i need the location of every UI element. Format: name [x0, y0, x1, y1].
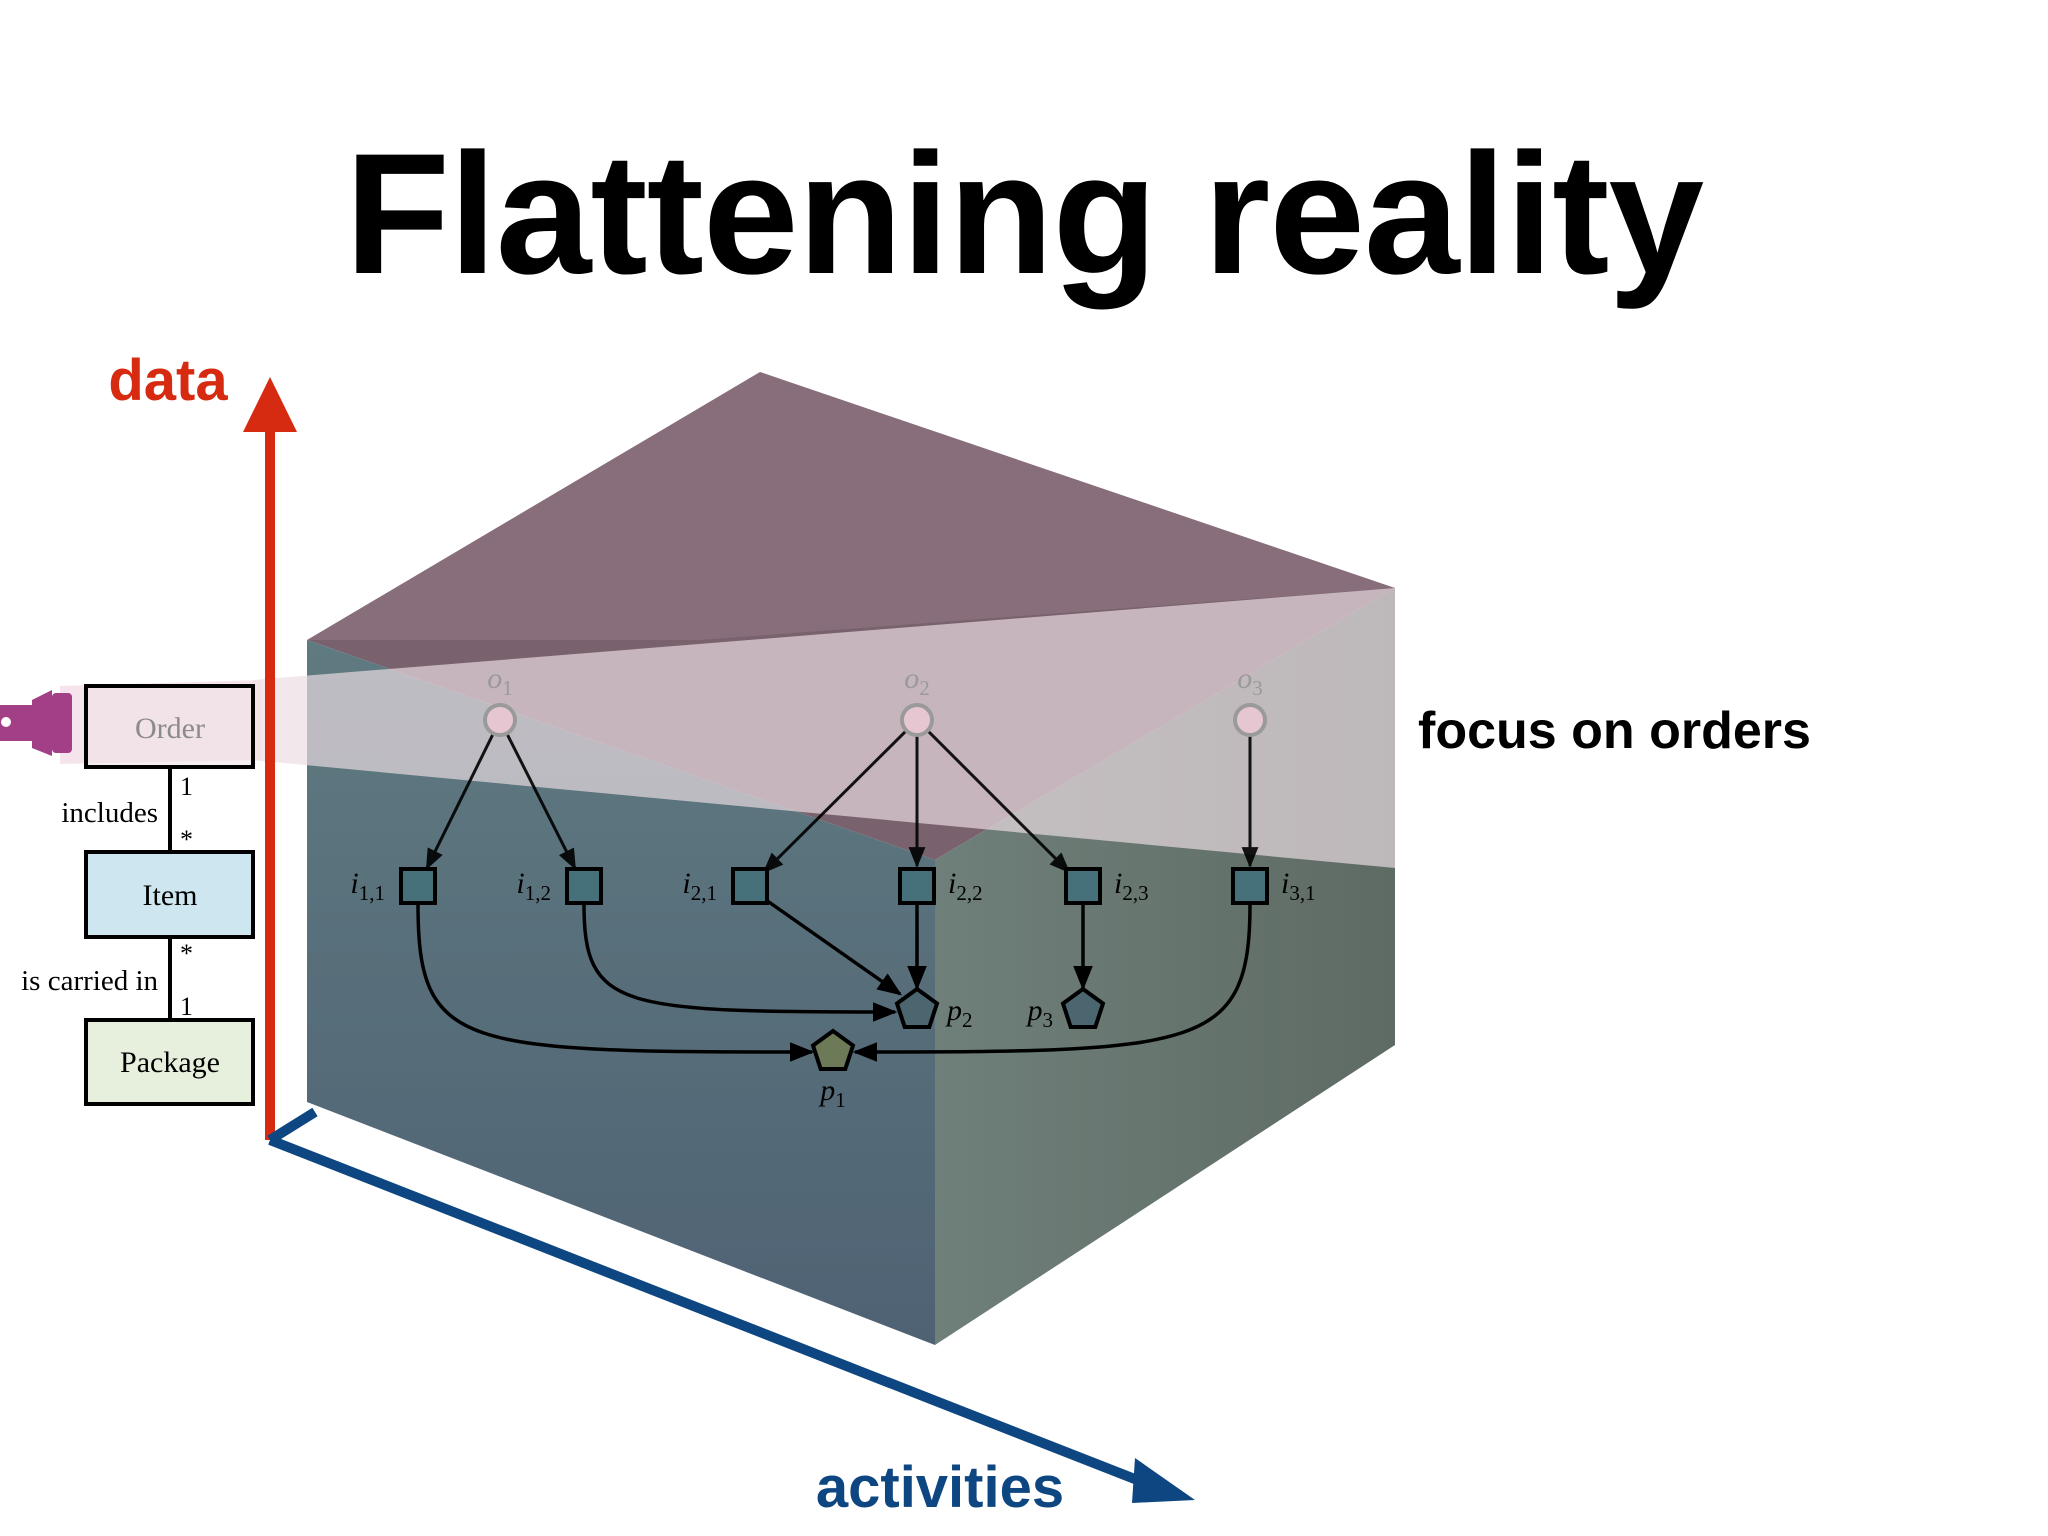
includes-label: includes — [61, 797, 158, 829]
flashlight-icon — [0, 690, 72, 756]
edge-o1-i12 — [505, 733, 577, 871]
data-axis-label: data — [108, 348, 228, 413]
carried-in-mult-bottom: 1 — [180, 992, 193, 1021]
order-label-o3: o3 — [1237, 662, 1263, 700]
focus-label: focus on orders — [1418, 702, 1811, 760]
order-class-box — [84, 684, 255, 769]
order-node-o1 — [483, 703, 517, 737]
item-class-box — [84, 850, 255, 939]
item-class-label: Item — [143, 879, 198, 912]
data-axis — [243, 377, 297, 1140]
package-class-label: Package — [120, 1046, 220, 1079]
uml-class-diagram: Order Item Package includes 1 * is carri… — [0, 684, 255, 1106]
item-node-i12 — [565, 867, 603, 905]
edge-o2-i21 — [762, 730, 907, 874]
package-label-p3: p3 — [1026, 994, 1054, 1032]
order-label-o1: o1 — [487, 662, 513, 700]
carried-in-mult-top: * — [180, 939, 193, 968]
item-label-i11: i1,1 — [350, 867, 385, 905]
includes-mult-bottom: * — [180, 825, 193, 854]
activities-axis — [267, 1107, 1195, 1503]
order-node-o3 — [1233, 703, 1267, 737]
package-label-p2: p2 — [945, 994, 973, 1032]
focus-plane — [252, 588, 1395, 868]
package-class-box — [84, 1018, 255, 1106]
package-node-p1 — [810, 1028, 856, 1071]
item-label-i12: i1,2 — [516, 867, 551, 905]
item-label-i21: i2,1 — [682, 867, 717, 905]
order-class-label: Order — [135, 712, 205, 745]
package-label-p1: p1 — [818, 1074, 846, 1112]
edge-i21-p2 — [764, 898, 903, 996]
package-node-p3 — [1060, 986, 1106, 1029]
item-label-i22: i2,2 — [948, 867, 983, 905]
carried-in-label: is carried in — [21, 965, 158, 997]
item-node-i23 — [1064, 867, 1102, 905]
includes-mult-top: 1 — [180, 772, 193, 801]
focus-plane-top-sheen — [307, 372, 1395, 640]
slide-title: Flattening reality — [344, 118, 1704, 310]
item-node-i21 — [731, 867, 769, 905]
activities-axis-label: activities — [816, 1455, 1064, 1520]
item-label-i31: i3,1 — [1281, 867, 1316, 905]
package-node-p2 — [894, 986, 940, 1029]
item-label-i23: i2,3 — [1114, 867, 1149, 905]
edge-i31-p1 — [852, 903, 1252, 1062]
object-graph: o1 o2 o3 i1,1 i1,2 i2,1 i2,2 i2,3 i3,1 p1 p2 p3 — [350, 662, 1315, 1112]
edge-o2-i23 — [927, 730, 1071, 874]
item-node-i11 — [399, 867, 437, 905]
item-node-i31 — [1231, 867, 1269, 905]
order-node-o2 — [900, 703, 934, 737]
edge-o1-i11 — [425, 733, 495, 870]
edge-i12-p2 — [582, 903, 898, 1022]
order-label-o2: o2 — [904, 662, 930, 700]
item-node-i22 — [898, 867, 936, 905]
edge-i11-p1 — [416, 903, 815, 1062]
